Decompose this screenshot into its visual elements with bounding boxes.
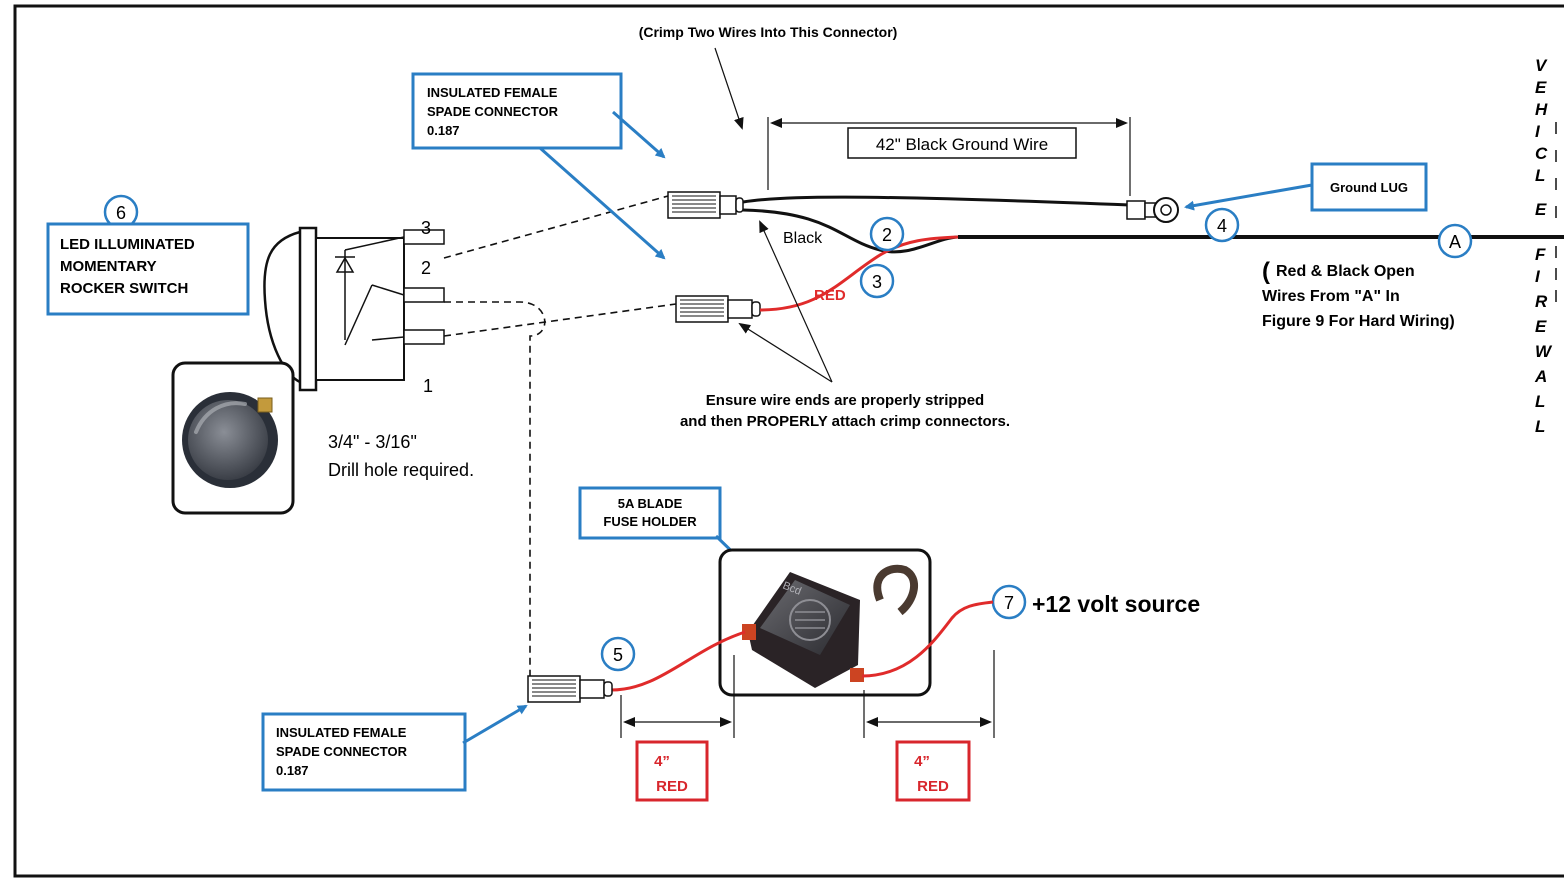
fuse-holder: Bcd bbox=[742, 564, 918, 688]
red-len-right-1: 4” bbox=[914, 753, 930, 770]
volt-source-label: +12 volt source bbox=[1032, 591, 1200, 617]
outer-frame bbox=[13, 4, 1564, 878]
ground-wire-label: 42" Black Ground Wire bbox=[876, 135, 1048, 154]
ensure-arrow-2 bbox=[738, 322, 833, 383]
svg-text:H: H bbox=[1535, 100, 1548, 119]
svg-text:W: W bbox=[1535, 342, 1553, 361]
svg-text:E: E bbox=[1535, 200, 1547, 219]
spade-top-arrow-2 bbox=[539, 146, 666, 260]
black-wire-label: Black bbox=[783, 230, 823, 247]
ground-lug-arrow bbox=[1184, 183, 1313, 211]
black-wire bbox=[742, 208, 959, 254]
spade-top-callout bbox=[411, 72, 623, 150]
open-wires-line2: Wires From "A" In bbox=[1262, 288, 1400, 305]
svg-text:I: I bbox=[1535, 267, 1541, 286]
svg-text:L: L bbox=[1535, 392, 1545, 411]
switch-line1: LED ILLUMINATED bbox=[60, 236, 195, 253]
marker-A: A bbox=[1437, 223, 1473, 259]
marker-2: 2 bbox=[869, 216, 905, 252]
ground-lug-callout bbox=[1310, 162, 1428, 212]
svg-text:A: A bbox=[1449, 232, 1461, 252]
marker-3: 3 bbox=[859, 263, 895, 299]
ground-wire bbox=[742, 195, 1131, 207]
spade-top-line2: SPADE CONNECTOR bbox=[427, 104, 559, 119]
spade-bottom-line3: 0.187 bbox=[276, 763, 309, 778]
red-len-right-2: RED bbox=[917, 778, 949, 795]
ensure-line1: Ensure wire ends are properly stripped bbox=[706, 392, 984, 409]
svg-text:R: R bbox=[1535, 292, 1548, 311]
vehicle-label: V E H I C L E bbox=[1535, 56, 1557, 219]
svg-text:C: C bbox=[1535, 144, 1548, 163]
red-len-left-2: RED bbox=[656, 778, 688, 795]
svg-text:E: E bbox=[1535, 317, 1547, 336]
red-wire-to-source bbox=[861, 600, 994, 678]
spade-bottom-callout bbox=[261, 712, 467, 792]
crimp-arrow bbox=[714, 47, 744, 130]
fuse-line2: FUSE HOLDER bbox=[603, 514, 697, 529]
pin-1-label: 1 bbox=[423, 376, 433, 396]
firewall-label: F I R E W A L L bbox=[1534, 245, 1557, 436]
svg-text:A: A bbox=[1534, 367, 1547, 386]
open-wires-paren: ( bbox=[1262, 258, 1270, 285]
spade-connector-middle bbox=[675, 295, 761, 323]
drill-line1: 3/4" - 3/16" bbox=[328, 432, 417, 452]
spade-bottom-line1: INSULATED FEMALE bbox=[276, 725, 407, 740]
drill-line2: Drill hole required. bbox=[328, 460, 474, 480]
ground-lug-label: Ground LUG bbox=[1330, 180, 1408, 195]
marker-5: 5 bbox=[600, 636, 636, 672]
open-wires-line3: Figure 9 For Hard Wiring) bbox=[1262, 313, 1455, 330]
ground-lug bbox=[1126, 197, 1179, 223]
red-wire-label: RED bbox=[814, 287, 846, 304]
marker-4: 4 bbox=[1204, 207, 1240, 243]
switch-line3: ROCKER SWITCH bbox=[60, 280, 188, 297]
svg-text:V: V bbox=[1535, 56, 1548, 75]
spade-top-arrow-1 bbox=[612, 110, 666, 159]
red-length-box-right bbox=[895, 740, 971, 802]
dashed-lead-pin1 bbox=[443, 303, 677, 337]
svg-text:2: 2 bbox=[882, 225, 892, 245]
switch-photo bbox=[171, 361, 295, 515]
dashed-lead-pin2 bbox=[444, 301, 546, 680]
svg-text:5: 5 bbox=[613, 645, 623, 665]
ground-wire-label-box bbox=[847, 127, 1077, 159]
spade-top-line1: INSULATED FEMALE bbox=[427, 85, 558, 100]
crimp-two-wires-label: (Crimp Two Wires Into This Connector) bbox=[639, 24, 898, 40]
svg-text:F: F bbox=[1535, 245, 1546, 264]
pin-2-label: 2 bbox=[421, 258, 431, 278]
red-len-left-1: 4” bbox=[654, 753, 670, 770]
ensure-line2: and then PROPERLY attach crimp connector… bbox=[680, 413, 1010, 430]
rocker-switch bbox=[263, 226, 445, 392]
spade-bottom-arrow bbox=[462, 704, 528, 745]
spade-connector-bottom bbox=[527, 675, 613, 703]
svg-text:4: 4 bbox=[1217, 216, 1227, 236]
switch-line2: MOMENTARY bbox=[60, 258, 157, 275]
fuse-callout bbox=[578, 486, 722, 540]
red-length-box-left bbox=[635, 740, 709, 802]
ensure-arrow-1 bbox=[759, 220, 833, 383]
svg-text:E: E bbox=[1535, 78, 1547, 97]
spade-top-line3: 0.187 bbox=[427, 123, 460, 138]
svg-text:L: L bbox=[1535, 417, 1545, 436]
open-wires-line1: Red & Black Open bbox=[1276, 263, 1415, 280]
svg-text:I: I bbox=[1535, 122, 1541, 141]
fuse-line1: 5A BLADE bbox=[618, 496, 683, 511]
pin-3-label: 3 bbox=[421, 218, 431, 238]
switch-callout bbox=[46, 222, 250, 316]
svg-text:3: 3 bbox=[872, 272, 882, 292]
red-wire-to-fuse bbox=[610, 630, 746, 692]
red-wire-top bbox=[759, 235, 959, 312]
svg-text:6: 6 bbox=[116, 203, 126, 223]
spade-bottom-line2: SPADE CONNECTOR bbox=[276, 744, 408, 759]
spade-connector-top bbox=[667, 191, 744, 219]
dashed-lead-pin3 bbox=[443, 195, 669, 259]
svg-text:7: 7 bbox=[1004, 593, 1014, 613]
svg-text:L: L bbox=[1535, 166, 1545, 185]
marker-7: 7 bbox=[991, 584, 1027, 620]
